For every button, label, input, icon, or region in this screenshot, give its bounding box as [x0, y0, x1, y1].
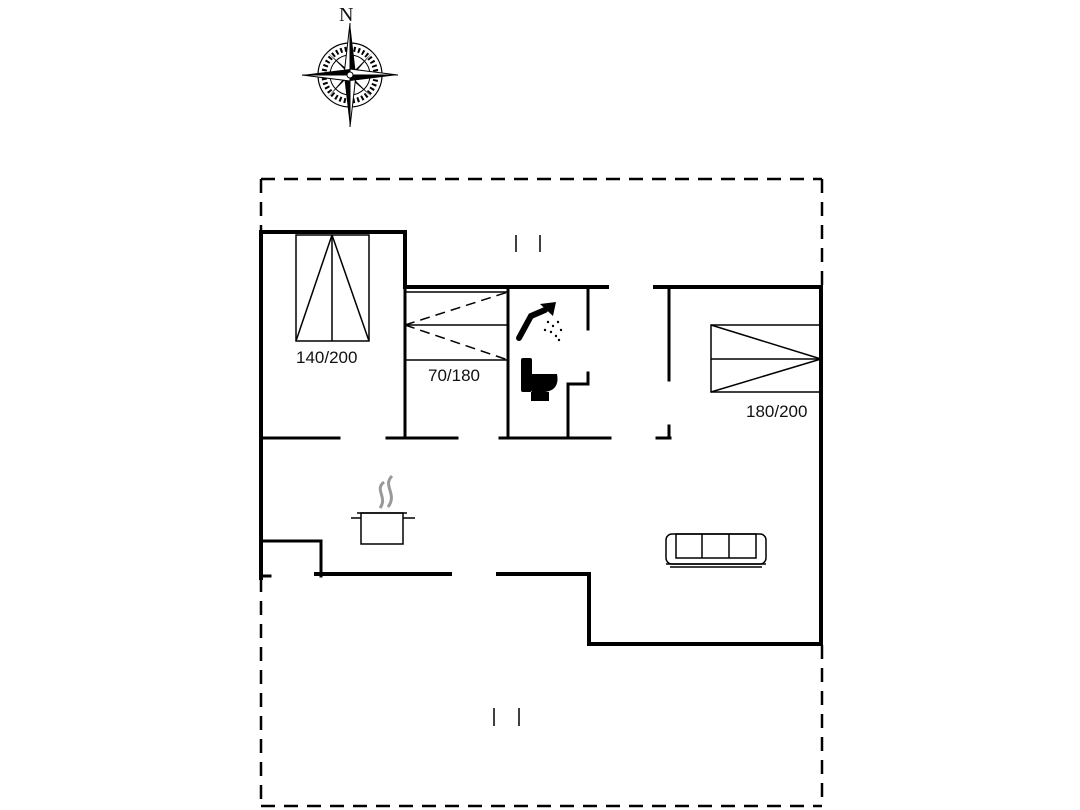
- compass-rose-icon: [301, 22, 399, 128]
- toilet-icon: [521, 358, 558, 401]
- bed-size-label: 180/200: [746, 402, 807, 421]
- bed-size-label: 140/200: [296, 348, 357, 367]
- bed-icon: [710, 324, 822, 393]
- bed-size-label: 70/180: [428, 366, 480, 385]
- terrace-marker-bottom: [493, 708, 520, 726]
- interior-walls: [260, 285, 672, 440]
- north-label: N: [339, 4, 353, 26]
- cooking-pot-icon: [351, 474, 415, 545]
- sofa-icon: [665, 533, 767, 568]
- bed-icon: [295, 234, 370, 342]
- shower-icon: [516, 302, 563, 342]
- terrace-marker-top: [515, 235, 541, 252]
- bed-icon: [404, 291, 509, 361]
- exterior-walls: [259, 230, 823, 646]
- outer-boundary: [259, 177, 824, 808]
